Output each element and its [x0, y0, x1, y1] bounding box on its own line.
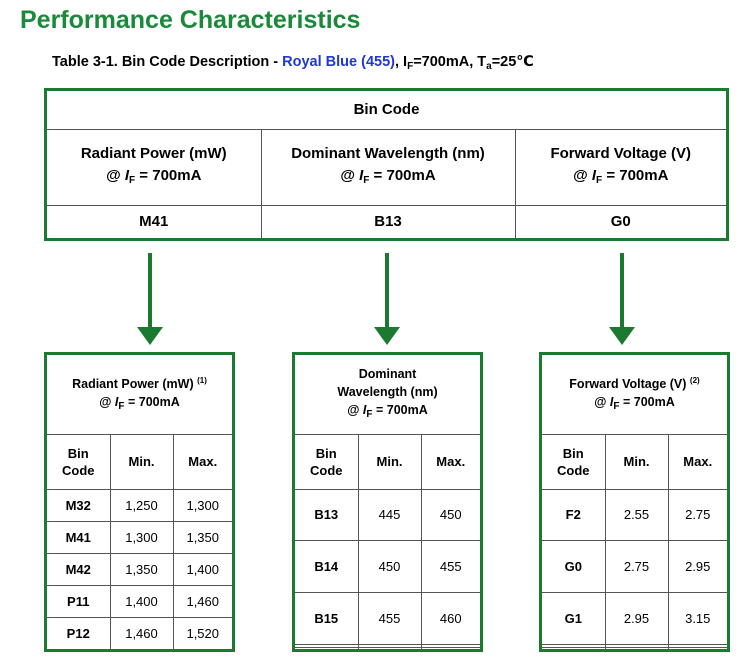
main-col-condition: @ IF = 700mA — [573, 166, 669, 186]
bin-code-table: Bin Code Radiant Power (mW) @ IF = 700mA… — [44, 88, 729, 241]
col-header-min: Min. — [109, 433, 174, 490]
sub-table-header: Dominant Wavelength (nm) @ IF = 700mA — [295, 355, 481, 435]
main-col-radiant-power: Radiant Power (mW) @ IF = 700mA — [47, 128, 262, 206]
sub-table-header: Forward Voltage (V) (2) @ IF = 700mA — [542, 355, 727, 435]
caption-ta-sub: a — [486, 61, 492, 72]
main-col-condition: @ IF = 700mA — [340, 166, 436, 186]
main-col-dominant-wavelength: Dominant Wavelength (nm) @ IF = 700mA — [260, 128, 516, 206]
caption-ta-value: =25℃ — [491, 54, 534, 70]
table-caption: Table 3-1. Bin Code Description - Royal … — [52, 54, 534, 72]
caption-if-label: , I — [394, 54, 408, 70]
main-col-condition: @ IF = 700mA — [106, 166, 202, 186]
caption-if-value: =700mA, T — [413, 54, 487, 70]
main-value-radiant-power: M41 — [47, 204, 262, 238]
main-value-forward-voltage: G0 — [514, 204, 727, 238]
page-title: Performance Characteristics — [20, 6, 361, 34]
sub-table-header: Radiant Power (mW) (1) @ IF = 700mA — [47, 355, 232, 435]
caption-prefix: Table 3-1. Bin Code Description - — [52, 54, 283, 70]
col-header-max: Max. — [420, 433, 481, 490]
main-col-forward-voltage: Forward Voltage (V) @ IF = 700mA — [514, 128, 727, 206]
caption-if-sub: F — [407, 61, 414, 72]
forward-voltage-bin-table: Forward Voltage (V) (2) @ IF = 700mA Bin… — [539, 352, 730, 652]
col-header-max: Max. — [667, 433, 727, 490]
bin-code-header: Bin Code — [47, 91, 727, 130]
col-header-min: Min. — [357, 433, 422, 490]
caption-color-name: Royal Blue (455) — [282, 54, 395, 70]
col-header-min: Min. — [604, 433, 669, 490]
table-row — [295, 646, 481, 649]
table-row — [295, 643, 481, 648]
dominant-wavelength-bin-table: Dominant Wavelength (nm) @ IF = 700mA Bi… — [292, 352, 483, 652]
main-value-dominant-wavelength: B13 — [260, 204, 516, 238]
main-col-name: Dominant Wavelength (nm) — [291, 144, 485, 162]
main-col-name: Forward Voltage (V) — [550, 144, 692, 162]
table-row — [542, 646, 727, 649]
table-row — [542, 643, 727, 648]
main-col-name: Radiant Power (mW) — [80, 144, 227, 162]
col-header-max: Max. — [172, 433, 232, 490]
